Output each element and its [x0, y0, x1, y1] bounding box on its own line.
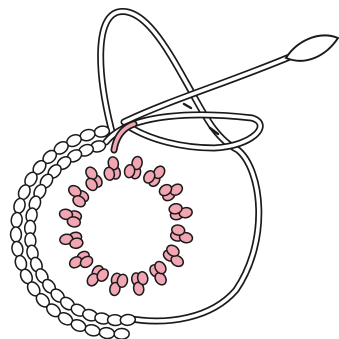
inner-bead-ring	[59, 156, 194, 297]
outer-bead	[114, 328, 129, 339]
outer-bead	[10, 227, 21, 242]
outer-bead	[120, 314, 136, 326]
outer-bead	[84, 323, 101, 337]
outer-bead	[10, 212, 22, 228]
outer-bead	[99, 327, 115, 339]
thread-through-bead	[114, 124, 134, 150]
needle	[286, 35, 338, 60]
outer-bead	[11, 241, 24, 258]
